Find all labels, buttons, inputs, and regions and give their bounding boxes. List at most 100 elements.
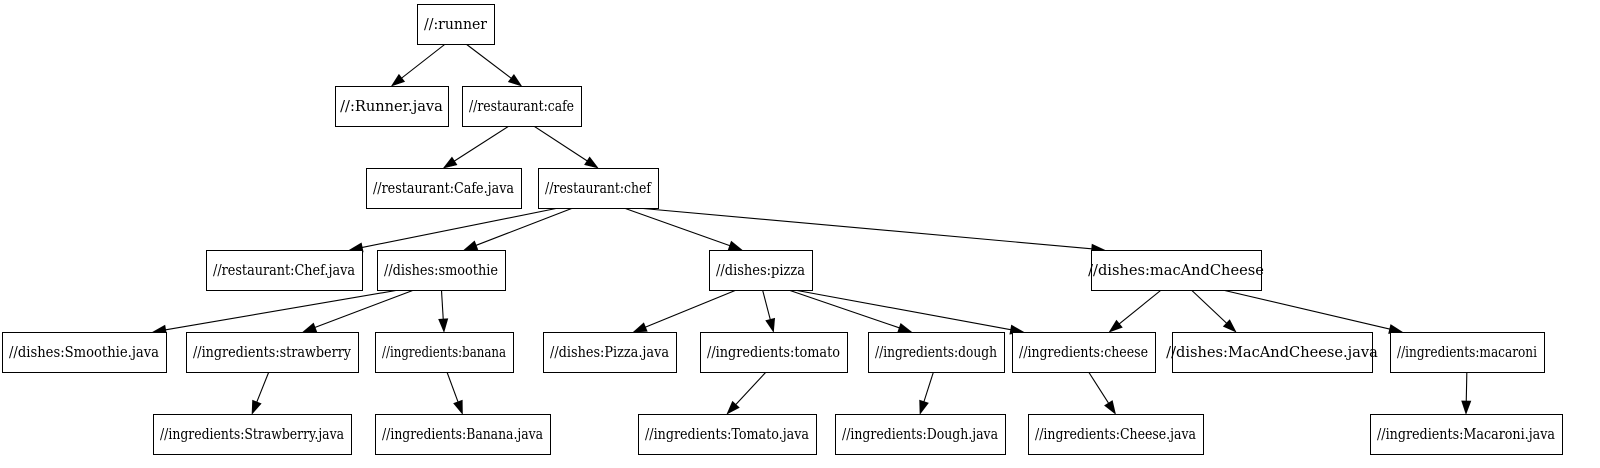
edge-line [314,289,415,328]
node-label: //dishes:macAndCheese [1088,262,1264,279]
graph-node-ing_macaroni[interactable]: //ingredients:macaroni [1390,332,1545,373]
graph-node-pizza_java[interactable]: //dishes:Pizza.java [543,332,677,373]
graph-node-macandcheese_java[interactable]: //dishes:MacAndCheese.java [1166,332,1378,373]
edge-line [637,207,1092,250]
edge-arrowhead [919,399,929,415]
edge-line [645,289,737,328]
node-box [366,168,522,209]
node-label: //ingredients:cheese [1019,344,1148,361]
graph-node-runner[interactable]: //:runner [417,4,495,45]
node-box [700,332,848,373]
edge-arrowhead [302,322,318,333]
graph-node-cheese_java[interactable]: //ingredients:Cheese.java [1028,414,1204,455]
edge-line [762,289,771,320]
edge-line [735,371,767,405]
graph-node-ing_dough[interactable]: //ingredients:dough [868,332,1005,373]
edge-arrowhead [726,400,740,415]
edge-arrowhead [463,240,479,251]
edge-line [1222,289,1390,330]
graph-node-ing_tomato[interactable]: //ingredients:tomato [700,332,848,373]
node-box [375,414,551,455]
edge-line [623,207,730,247]
node-label: //dishes:Pizza.java [550,344,669,361]
node-box [153,414,352,455]
edge-arrowhead [251,399,262,415]
node-box [462,86,582,127]
graph-node-macaroni_java[interactable]: //ingredients:Macaroni.java [1370,414,1563,455]
node-box [1028,414,1204,455]
node-label: //ingredients:tomato [707,344,840,361]
graph-node-dough_java[interactable]: //ingredients:Dough.java [835,414,1006,455]
graph-node-dishes_pizza[interactable]: //dishes:pizza [709,250,813,291]
edge-line [475,207,574,246]
node-label: //ingredients:banana [382,344,506,361]
node-box [335,86,449,127]
edges-layer [151,43,1472,415]
node-box [377,250,506,291]
node-box [638,414,817,455]
graph-node-smoothie_java[interactable]: //dishes:Smoothie.java [2,332,167,373]
graph-node-dishes_macandch[interactable]: //dishes:macAndCheese [1088,250,1264,291]
node-label: //dishes:pizza [716,262,805,279]
edge-line [1465,371,1468,402]
node-label: //:Runner.java [340,98,443,115]
graph-node-cafe_java[interactable]: //restaurant:Cafe.java [366,168,522,209]
node-label: //ingredients:strawberry [193,344,352,361]
edge-line [256,371,270,403]
node-label: //ingredients:Cheese.java [1035,426,1196,443]
node-label: //dishes:Smoothie.java [9,344,159,361]
edge-line [465,43,512,79]
edge-arrowhead [1461,400,1472,415]
graph-node-strawberry_java[interactable]: //ingredients:Strawberry.java [153,414,352,455]
graph-node-tomato_java[interactable]: //ingredients:Tomato.java [638,414,817,455]
graph-node-chef_java[interactable]: //restaurant:Chef.java [206,250,363,291]
node-label: //ingredients:dough [875,344,997,361]
node-label: //ingredients:macaroni [1397,344,1537,361]
edge-arrowhead [1104,400,1116,415]
edge-arrowhead [727,240,743,251]
node-box [1091,250,1262,291]
node-label: //ingredients:Banana.java [382,426,543,443]
edge-line [362,207,559,248]
edge-line [454,125,510,162]
edge-line [1088,371,1109,404]
edge-line [1190,289,1227,324]
node-box [868,332,1005,373]
graph-node-restaurant_cafe[interactable]: //restaurant:cafe [462,86,582,127]
node-label: //ingredients:Tomato.java [645,426,809,443]
edge-arrowhead [390,73,406,87]
node-box [1012,332,1156,373]
node-box [835,414,1006,455]
node-label: //dishes:MacAndCheese.java [1166,344,1378,361]
edge-arrowhead [442,156,458,169]
node-label: //dishes:smoothie [384,262,498,279]
node-box [206,250,363,291]
graph-node-ing_strawberry[interactable]: //ingredients:strawberry [186,332,359,373]
edge-arrowhead [1108,319,1123,333]
node-box [417,4,495,45]
node-label: //ingredients:Dough.java [842,426,998,443]
graph-node-restaurant_chef[interactable]: //restaurant:chef [538,168,659,209]
graph-node-ing_cheese[interactable]: //ingredients:cheese [1012,332,1156,373]
node-box [186,332,359,373]
edge-line [794,289,1011,331]
node-box [1172,332,1373,373]
node-label: //ingredients:Strawberry.java [160,426,344,443]
edge-arrowhead [584,156,599,169]
node-label: //restaurant:cafe [469,98,574,115]
edge-arrowhead [1222,319,1237,333]
edge-arrowhead [632,322,648,333]
node-label: //restaurant:chef [545,180,652,197]
graph-node-runner_java[interactable]: //:Runner.java [335,86,449,127]
edge-arrowhead [438,318,449,333]
graph-node-ing_banana[interactable]: //ingredients:banana [375,332,514,373]
graph-node-banana_java[interactable]: //ingredients:Banana.java [375,414,551,455]
node-box [543,332,677,373]
edge-line [440,289,444,320]
edge-line [165,289,399,331]
edge-line [923,371,934,402]
edge-line [446,371,459,403]
graph-node-dishes_smoothie[interactable]: //dishes:smoothie [377,250,506,291]
edge-line [401,43,446,79]
